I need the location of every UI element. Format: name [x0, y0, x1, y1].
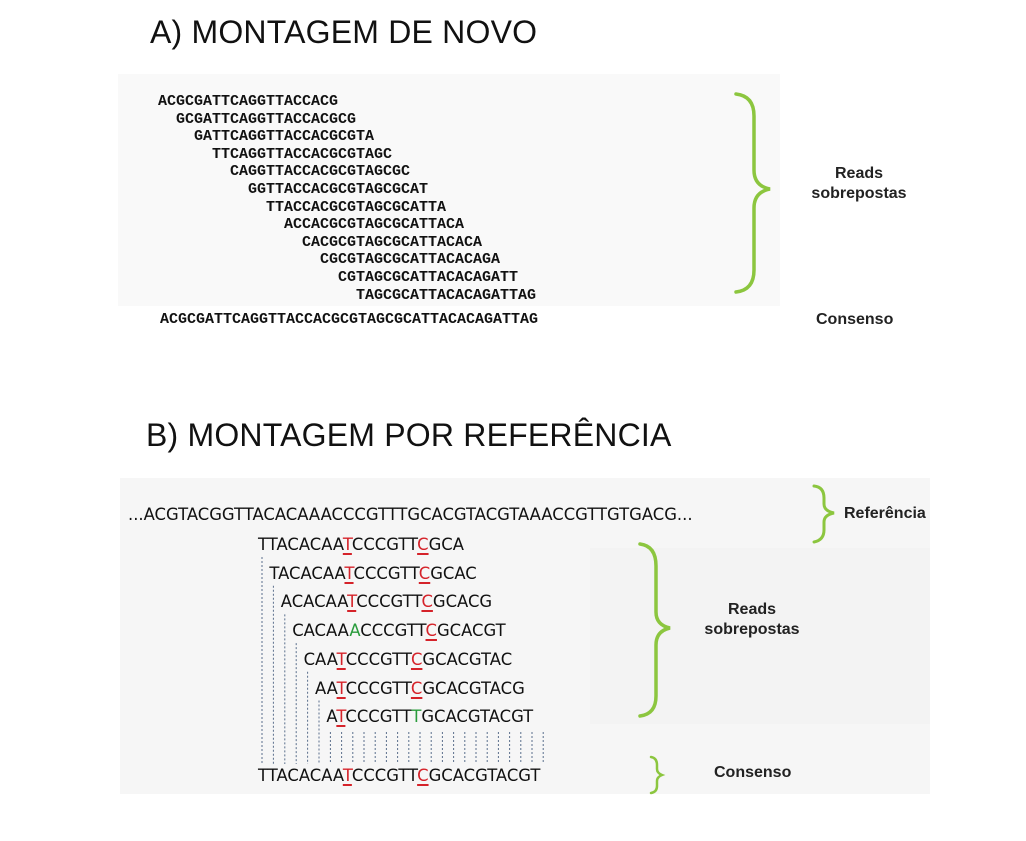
section-b-panel-inner — [590, 548, 930, 724]
section-a-title: A) MONTAGEM DE NOVO — [150, 14, 538, 50]
section-b-consensus-brace — [649, 755, 666, 795]
sequence-segment: TTACACAA — [258, 766, 343, 785]
section-b-reads-label: Reads sobrepostas — [694, 600, 810, 640]
section-a-read: ACCACGCGTAGCGCATTACA — [284, 216, 465, 234]
sequence-segment: A — [326, 707, 337, 727]
sequence-segment: AA — [315, 678, 337, 698]
sequence-segment: GCA — [428, 535, 464, 554]
section-a-read: TTCAGGTTACCACGCGTAGC — [212, 145, 393, 163]
section-a-read: GATTCAGGTTACCACGCGTA — [194, 128, 375, 146]
mismatch-base: C — [418, 563, 431, 583]
section-b-read: CACAAACCCGTTCGCACGT — [292, 621, 505, 641]
sequence-segment: GCACGTACGT — [421, 707, 534, 727]
section-a-panel — [118, 74, 780, 306]
section-b-consensus: TTACACAATCCCGTTCGCACGTACGT — [258, 766, 540, 786]
mismatch-base: C — [417, 535, 429, 554]
sequence-segment: CCCGTT — [353, 563, 419, 583]
section-a-read: GCGATTCAGGTTACCACGCG — [176, 110, 357, 128]
sequence-segment: GCACGTAC — [422, 649, 513, 669]
section-a-read: CACGCGTAGCGCATTACACA — [302, 233, 483, 251]
sequence-segment: CAA — [303, 649, 337, 669]
mismatch-base: T — [411, 707, 422, 727]
sequence-segment: CCCGTT — [345, 649, 411, 669]
section-b-reference-sequence: ...ACGTACGGTTACACAAACCCGTTTGCACGTACGTAAA… — [128, 505, 693, 524]
section-b-reads-brace — [638, 542, 671, 718]
mismatch-base: T — [336, 649, 346, 669]
sequence-segment: CCCGTT — [345, 707, 412, 727]
mismatch-base: T — [347, 592, 357, 612]
section-a-read: CGCGTAGCGCATTACACAGA — [320, 251, 501, 269]
sequence-segment: CACAA — [292, 621, 350, 641]
section-b-read: TACACAATCCCGTTCGCAC — [269, 564, 476, 584]
sequence-segment: GCACGTACGT — [428, 766, 541, 785]
mismatch-base: C — [425, 621, 437, 641]
section-a-reads-label-line2: sobrepostas — [811, 185, 907, 202]
section-a-read: TTACCACGCGTAGCGCATTA — [266, 198, 447, 216]
sequence-segment: CCCGTT — [345, 678, 411, 698]
section-a-reads-label: Reads sobrepostas — [800, 164, 918, 204]
section-b-reference-label: Referência — [844, 505, 926, 522]
section-b-reads-label-line2: sobrepostas — [704, 621, 800, 638]
mismatch-base: C — [421, 592, 433, 612]
section-b-reference-brace — [812, 484, 835, 544]
section-b-read: AATCCCGTTCGCACGTACG — [315, 679, 525, 699]
mismatch-base: T — [336, 678, 346, 698]
mismatch-base: T — [344, 563, 354, 583]
mismatch-base: C — [410, 649, 423, 669]
mismatch-base: T — [342, 535, 352, 554]
section-a-consensus-label: Consenso — [816, 311, 894, 328]
section-b-read: CAATCCCGTTCGCACGTAC — [304, 650, 513, 670]
section-a-consensus: ACGCGATTCAGGTTACCACGCGTAGCGCATTACACAGATT… — [160, 311, 539, 328]
mismatch-base: C — [417, 766, 429, 785]
mismatch-base: T — [342, 766, 352, 785]
alignment-guide-lines — [261, 557, 544, 764]
mismatch-base: A — [349, 621, 361, 641]
section-a-read: TAGCGCATTACACAGATTAG — [356, 286, 537, 304]
sequence-segment: GCAC — [430, 563, 477, 583]
section-b-reads-label-line1: Reads — [727, 601, 777, 618]
section-a-read: CAGGTTACCACGCGTAGCGC — [230, 163, 411, 181]
section-b-read: ATCCCGTTTGCACGTACGT — [326, 707, 533, 727]
section-b-read: ACACAATCCCGTTCGCACG — [281, 592, 492, 612]
section-a-read: ACGCGATTCAGGTTACCACG — [158, 93, 339, 110]
sequence-segment: CCCGTT — [360, 621, 426, 641]
section-a-read: CGTAGCGCATTACACAGATT — [338, 269, 519, 286]
sequence-segment: ACACAA — [280, 592, 348, 612]
mismatch-base: C — [410, 678, 423, 698]
sequence-segment: CCCGTT — [351, 535, 418, 554]
section-a-read: GGTTACCACGCGTAGCGCAT — [248, 181, 429, 198]
section-a-reads-label-line1: Reads — [834, 165, 884, 182]
sequence-segment: TACACAA — [269, 563, 345, 583]
section-b-read: TTACACAATCCCGTTCGCA — [258, 535, 464, 555]
section-b-consensus-label: Consenso — [714, 764, 792, 781]
sequence-segment: CCCGTT — [351, 766, 418, 785]
mismatch-base: T — [336, 707, 346, 727]
section-b-title: B) MONTAGEM POR REFERÊNCIA — [146, 417, 672, 453]
sequence-segment: TTACACAA — [258, 535, 343, 554]
sequence-segment: GCACGT — [436, 621, 506, 641]
section-a-reads-brace — [734, 92, 771, 294]
sequence-segment: GCACG — [432, 592, 493, 612]
sequence-segment: GCACGTACG — [422, 678, 525, 698]
sequence-segment: CCCGTT — [356, 592, 422, 612]
